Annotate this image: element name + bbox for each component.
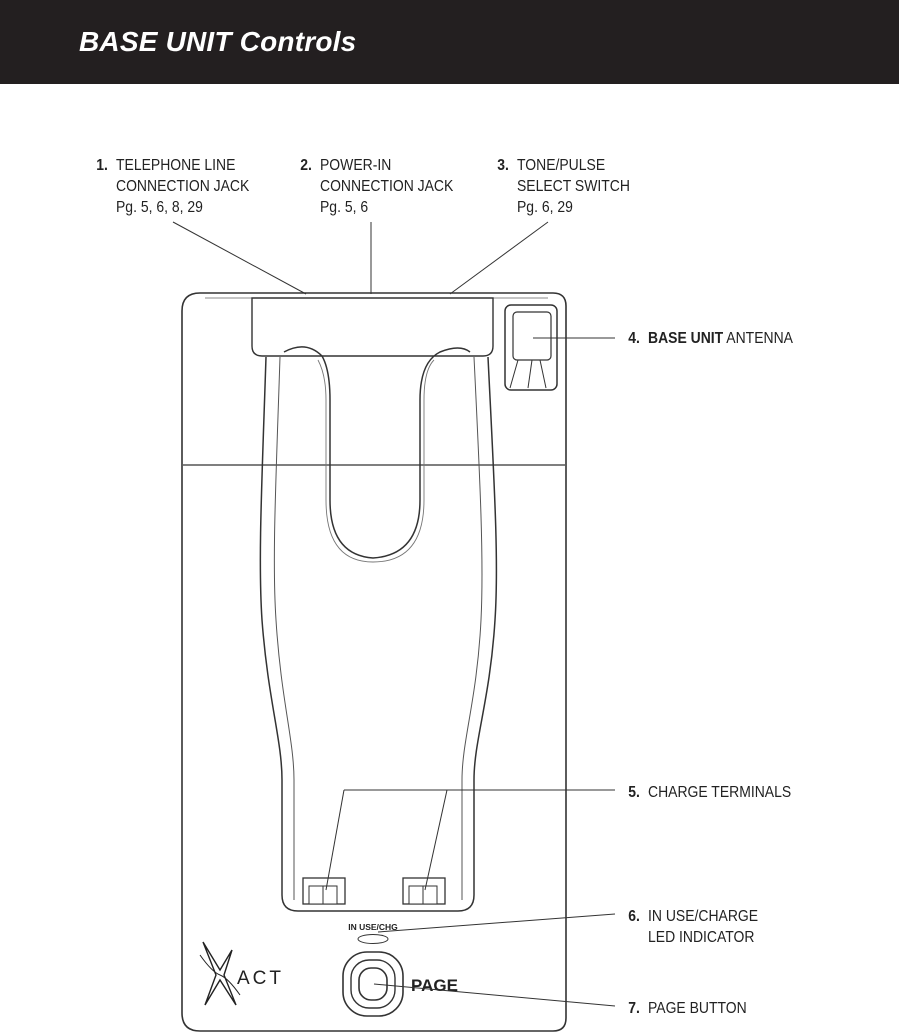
callout-base-unit-antenna: 4. BASE UNIT ANTENNA bbox=[628, 328, 793, 349]
callout-line: TONE/PULSE bbox=[517, 157, 606, 174]
callout-line: SELECT SWITCH bbox=[517, 178, 630, 195]
leader-lines bbox=[172, 221, 616, 1007]
callout-line: CHARGE TERMINALS bbox=[648, 784, 792, 801]
callout-line: CONNECTION JACK bbox=[116, 178, 250, 195]
callout-line: IN USE/CHARGE bbox=[648, 908, 759, 925]
callout-page-ref: Pg. 5, 6, 8, 29 bbox=[116, 199, 203, 216]
base-unit-body bbox=[181, 292, 567, 1032]
handset-cradle bbox=[259, 356, 498, 912]
callout-line: POWER-IN bbox=[320, 157, 392, 174]
charge-terminal-right bbox=[402, 877, 446, 905]
callout-bold-text: BASE UNIT bbox=[648, 330, 724, 347]
page-button-label: PAGE bbox=[411, 976, 458, 995]
callout-number: 4. bbox=[628, 330, 640, 347]
callout-number: 1. bbox=[96, 157, 108, 174]
led-indicator: IN USE/CHG bbox=[348, 922, 398, 944]
callout-line: PAGE BUTTON bbox=[648, 1000, 747, 1017]
leader-line-1 bbox=[172, 221, 307, 295]
leader-line-6 bbox=[377, 913, 616, 933]
callout-led-indicator: 6. IN USE/CHARGE LED INDICATOR bbox=[628, 906, 759, 948]
callout-charge-terminals: 5. CHARGE TERMINALS bbox=[628, 782, 792, 803]
callout-page-button: 7. PAGE BUTTON bbox=[628, 998, 747, 1019]
xact-logo: ACT bbox=[199, 941, 284, 1006]
leader-line-3 bbox=[449, 221, 549, 295]
callout-page-ref: Pg. 5, 6 bbox=[320, 199, 369, 216]
led-label: IN USE/CHG bbox=[348, 922, 398, 932]
callout-line: CONNECTION JACK bbox=[320, 178, 454, 195]
callout-line: BASE UNIT ANTENNA bbox=[648, 328, 793, 349]
callout-number: 5. bbox=[628, 784, 640, 801]
callout-line: LED INDICATOR bbox=[648, 929, 755, 946]
page-button[interactable] bbox=[342, 951, 404, 1017]
callout-line: TELEPHONE LINE bbox=[116, 157, 236, 174]
page-title: BASE UNIT Controls bbox=[79, 26, 357, 57]
callout-number: 7. bbox=[628, 1000, 640, 1017]
leader-line-5b bbox=[325, 789, 345, 891]
header-bar: BASE UNIT Controls bbox=[0, 0, 899, 84]
callout-tone-pulse-switch: 3. TONE/PULSE SELECT SWITCH Pg. 6, 29 bbox=[497, 155, 630, 218]
callout-number: 3. bbox=[497, 157, 509, 174]
callout-telephone-line-jack: 1. TELEPHONE LINE CONNECTION JACK Pg. 5,… bbox=[96, 155, 250, 218]
callout-number: 2. bbox=[300, 157, 312, 174]
leader-line-7 bbox=[373, 983, 616, 1007]
callout-page-ref: Pg. 6, 29 bbox=[517, 199, 573, 216]
cradle-u-cutout bbox=[283, 346, 471, 559]
logo-text: ACT bbox=[237, 968, 284, 989]
antenna bbox=[504, 304, 558, 391]
leader-line-5c bbox=[424, 789, 448, 891]
charge-terminal-left bbox=[302, 877, 346, 905]
callout-power-in-jack: 2. POWER-IN CONNECTION JACK Pg. 5, 6 bbox=[300, 155, 454, 218]
top-bracket bbox=[251, 297, 494, 357]
callout-text: ANTENNA bbox=[726, 330, 793, 347]
callout-number: 6. bbox=[628, 908, 640, 925]
